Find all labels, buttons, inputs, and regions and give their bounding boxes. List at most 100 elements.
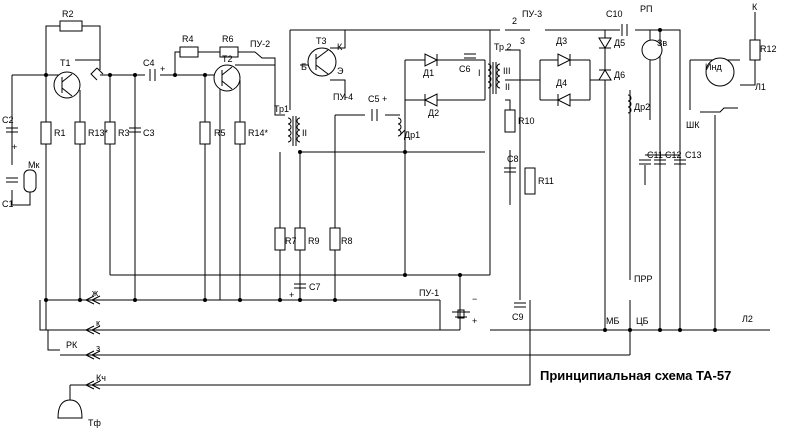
telephone-handset bbox=[57, 399, 83, 419]
label-r4: R4 bbox=[182, 34, 194, 44]
label-k-line: к bbox=[96, 318, 100, 328]
label-rk: РК bbox=[66, 340, 78, 350]
label-t2: T2 bbox=[222, 54, 233, 64]
label-dr1: Др1 bbox=[404, 130, 420, 140]
label-d4: Д4 bbox=[556, 78, 567, 88]
transistors bbox=[53, 47, 337, 99]
label-pu2: ПУ-2 bbox=[250, 39, 270, 49]
label-c6: C6 bbox=[459, 64, 471, 74]
capacitor-c1 bbox=[6, 177, 18, 183]
choke-dr2 bbox=[627, 94, 632, 114]
label-k: К bbox=[337, 42, 343, 52]
label-c1: C1 bbox=[2, 199, 14, 209]
label-plus-c2: + bbox=[12, 142, 17, 152]
label-r8: R8 bbox=[341, 236, 353, 246]
buzzer-zv bbox=[641, 39, 663, 61]
diode-d1 bbox=[424, 53, 439, 67]
capacitor-c7 bbox=[294, 283, 306, 289]
battery bbox=[457, 309, 465, 319]
diagram-caption: Принципиальная схема ТА-57 bbox=[540, 368, 732, 383]
component-labels: R2 T1 C2 + R1 R13* R3 C3 Мк C1 C4 + R4 R… bbox=[2, 2, 777, 428]
transformer-tr2 bbox=[487, 62, 501, 94]
capacitor-c12 bbox=[654, 159, 666, 165]
label-zh: ж bbox=[92, 288, 98, 298]
resistor-r11 bbox=[524, 167, 536, 195]
label-c12: C12 bbox=[665, 150, 682, 160]
label-r12: R12 bbox=[760, 44, 777, 54]
label-mk: Мк bbox=[28, 160, 39, 170]
diode-d4 bbox=[556, 93, 571, 107]
label-plus-c7: + bbox=[289, 290, 294, 300]
transistor-t3 bbox=[307, 47, 337, 77]
capacitor-c9 bbox=[514, 302, 526, 308]
label-l2: Л2 bbox=[742, 314, 753, 324]
capacitor-c11 bbox=[639, 159, 651, 165]
label-r6: R6 bbox=[222, 34, 234, 44]
resistor-r4 bbox=[179, 46, 199, 58]
label-r7: R7 bbox=[285, 236, 297, 246]
label-tf: Тф bbox=[88, 418, 101, 428]
other-devices bbox=[23, 39, 738, 419]
label-c8: C8 bbox=[507, 154, 519, 164]
capacitor-c13 bbox=[674, 159, 686, 165]
diode-d6 bbox=[598, 69, 612, 81]
label-tr2: Тр 2 bbox=[494, 42, 512, 52]
resistor-r5 bbox=[199, 121, 211, 145]
label-zv: Зв bbox=[657, 38, 667, 48]
diode-d5 bbox=[598, 37, 612, 49]
label-pu3: ПУ-3 bbox=[522, 9, 542, 19]
label-t3: T3 bbox=[316, 36, 327, 46]
wires bbox=[11, 12, 770, 400]
label-tr2-ii: II bbox=[505, 82, 510, 92]
resistor-r8 bbox=[329, 227, 341, 251]
resistor-r12 bbox=[749, 39, 761, 61]
choke-dr1 bbox=[397, 117, 402, 137]
resistor-r9 bbox=[294, 227, 306, 251]
diode-d3 bbox=[557, 53, 572, 67]
label-r10: R10 bbox=[518, 116, 535, 126]
label-r11: R11 bbox=[538, 176, 554, 186]
label-c7: C7 bbox=[309, 282, 321, 292]
resistor-r13 bbox=[74, 121, 86, 145]
capacitor-c4 bbox=[149, 69, 156, 81]
label-minus-bat: − bbox=[472, 294, 477, 304]
resistor-r6 bbox=[219, 46, 239, 58]
label-pu1: ПУ-1 bbox=[419, 288, 439, 298]
label-b: Б bbox=[301, 62, 307, 72]
resistor-r7 bbox=[274, 227, 286, 251]
transistor-t1 bbox=[53, 71, 81, 99]
resistors bbox=[40, 20, 761, 251]
transistor-t2 bbox=[213, 64, 241, 92]
label-t1: T1 bbox=[60, 58, 71, 68]
label-dr2: Др2 bbox=[634, 102, 650, 112]
resistor-r1 bbox=[40, 121, 52, 145]
label-rp: РП bbox=[640, 4, 652, 14]
label-tr1: Тр1 bbox=[274, 104, 289, 114]
label-d5: Д5 bbox=[614, 38, 625, 48]
junction-dots bbox=[44, 28, 717, 332]
capacitors bbox=[6, 24, 686, 308]
label-l1: Л1 bbox=[755, 82, 766, 92]
label-cb: ЦБ bbox=[636, 316, 649, 326]
label-e: Э bbox=[337, 66, 344, 76]
hook-switch-shk bbox=[700, 107, 738, 113]
label-d3: Д3 bbox=[556, 36, 567, 46]
label-n3: 3 bbox=[520, 36, 525, 46]
label-pu4: ПУ-4 bbox=[333, 92, 353, 102]
capacitor-c2 bbox=[6, 127, 18, 133]
transformer-tr1 bbox=[287, 116, 301, 146]
capacitor-c6 bbox=[464, 53, 476, 59]
label-k-top: К bbox=[752, 2, 758, 12]
label-plus-bat: + bbox=[472, 316, 477, 326]
label-tr1-ii: II bbox=[302, 128, 307, 138]
label-c9: C9 bbox=[512, 312, 524, 322]
diode-d2 bbox=[423, 93, 438, 107]
transformers-and-chokes bbox=[287, 62, 632, 146]
label-c2: C2 bbox=[2, 115, 14, 125]
label-r14: R14* bbox=[248, 128, 269, 138]
resistor-r14 bbox=[234, 121, 246, 145]
label-r13: R13* bbox=[88, 128, 109, 138]
label-c11: C11 bbox=[647, 150, 663, 160]
label-r1: R1 bbox=[54, 128, 66, 138]
